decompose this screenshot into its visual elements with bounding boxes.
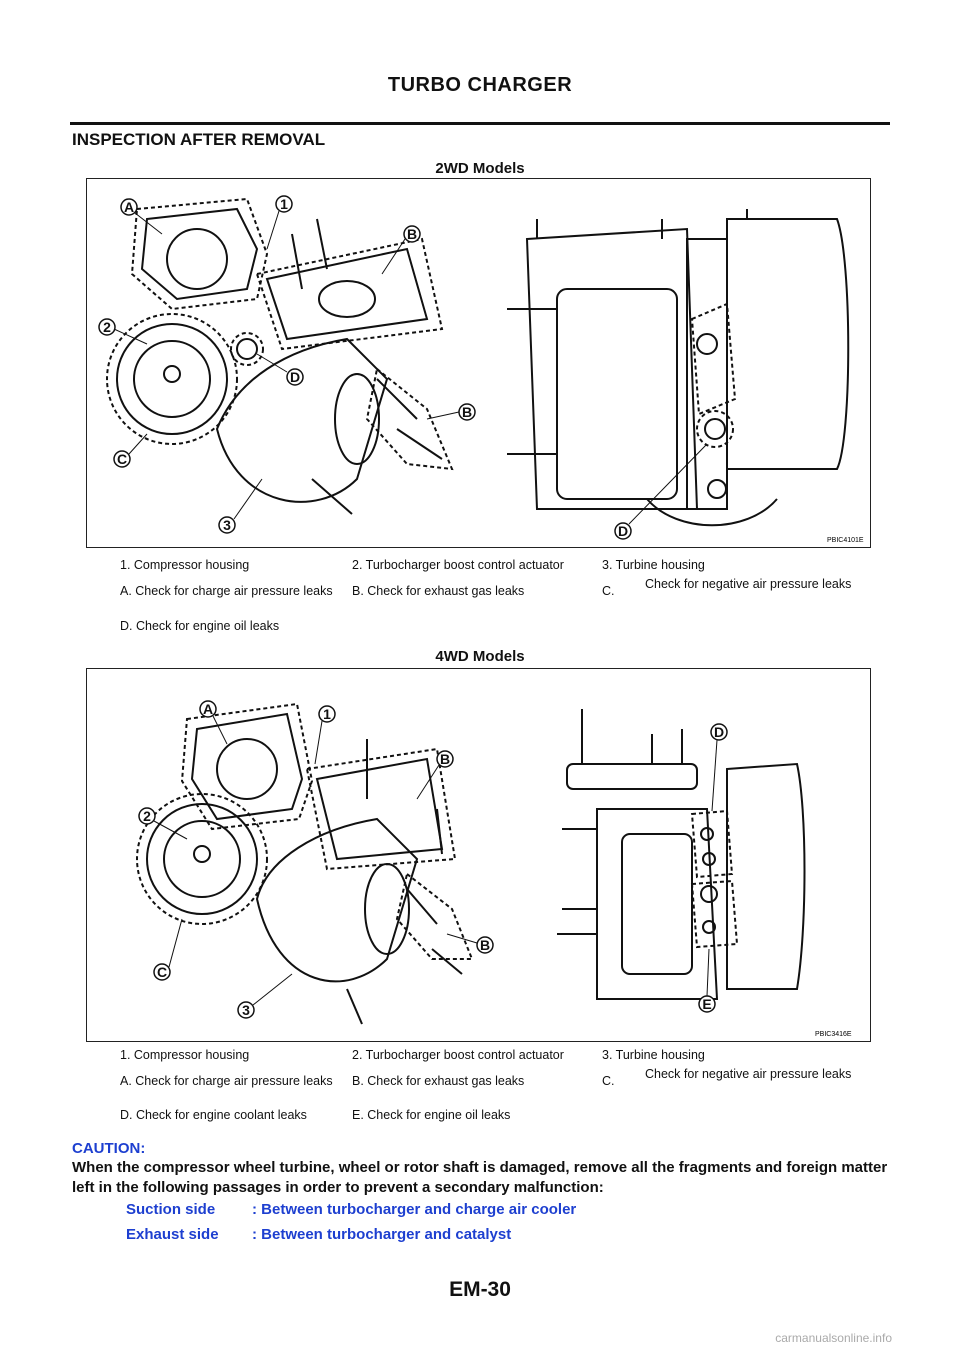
callout-label: B — [440, 751, 450, 767]
callout-label: D — [290, 369, 300, 385]
callout-label: A — [124, 199, 134, 215]
callout-label: B — [480, 937, 490, 953]
turbo-4wd-illustration: A 1 B 2 B C 3 D E — [136, 700, 852, 1038]
legend-item: 2. Turbocharger boost control actuator — [352, 1048, 564, 1062]
suction-side-desc: : Between turbocharger and charge air co… — [252, 1201, 577, 1218]
figure-code: PBIC4101E — [827, 537, 864, 544]
legend-item: Check for negative air pressure leaks — [645, 1067, 852, 1081]
section-heading: INSPECTION AFTER REMOVAL — [72, 130, 326, 149]
callout-label: C — [157, 964, 167, 980]
callout-label: 1 — [323, 706, 331, 722]
caution-label: CAUTION: — [72, 1140, 146, 1157]
legend-item: D. Check for engine oil leaks — [120, 619, 280, 633]
suction-side-label: Suction side — [126, 1201, 216, 1218]
figure-code: PBIC3416E — [815, 1031, 852, 1038]
figure-heading-4wd: 4WD Models — [435, 648, 525, 665]
callout-label: 3 — [242, 1002, 250, 1018]
legend-item: D. Check for engine coolant leaks — [120, 1108, 307, 1122]
caution-text: When the compressor wheel turbine, wheel… — [72, 1159, 888, 1196]
legend-item: A. Check for charge air pressure leaks — [120, 584, 333, 598]
legend-item: B. Check for exhaust gas leaks — [352, 584, 525, 598]
figure-heading-2wd: 2WD Models — [435, 160, 525, 177]
legend-item: E. Check for engine oil leaks — [352, 1108, 511, 1122]
figure-4wd: A 1 B 2 B C 3 D E — [86, 668, 871, 1042]
legend-item: 1. Compressor housing — [120, 558, 250, 572]
page-title: TURBO CHARGER — [387, 74, 573, 96]
turbo-2wd-illustration: A 1 B 2 D B C 3 D — [98, 195, 864, 544]
callout-label: 3 — [223, 517, 231, 533]
callout-label: E — [702, 996, 711, 1012]
legend-item: 3. Turbine housing — [602, 558, 705, 572]
legend-item: 2. Turbocharger boost control actuator — [352, 558, 564, 572]
figure-2wd: A 1 B 2 D B C 3 D — [86, 178, 871, 548]
legend-item: Check for negative air pressure leaks — [645, 577, 852, 591]
callout-label: 1 — [280, 196, 288, 212]
callout-label: D — [618, 523, 628, 539]
title-rule — [70, 122, 890, 125]
exhaust-side-label: Exhaust side — [126, 1226, 219, 1243]
legend-item: C. — [602, 1074, 615, 1088]
page-number: EM-30 — [449, 1278, 511, 1301]
callout-label: B — [407, 226, 417, 242]
callout-label: B — [462, 404, 472, 420]
legend-item: 3. Turbine housing — [602, 1048, 705, 1062]
callout-label: A — [203, 701, 213, 717]
legend-item: 1. Compressor housing — [120, 1048, 250, 1062]
callout-label: D — [714, 724, 724, 740]
watermark: carmanualsonline.info — [775, 1331, 892, 1345]
legend-item: B. Check for exhaust gas leaks — [352, 1074, 525, 1088]
legend-item: A. Check for charge air pressure leaks — [120, 1074, 333, 1088]
callout-label: C — [117, 451, 127, 467]
exhaust-side-desc: : Between turbocharger and catalyst — [252, 1226, 512, 1243]
callout-label: 2 — [143, 808, 151, 824]
legend-item: C. — [602, 584, 615, 598]
callout-label: 2 — [103, 319, 111, 335]
